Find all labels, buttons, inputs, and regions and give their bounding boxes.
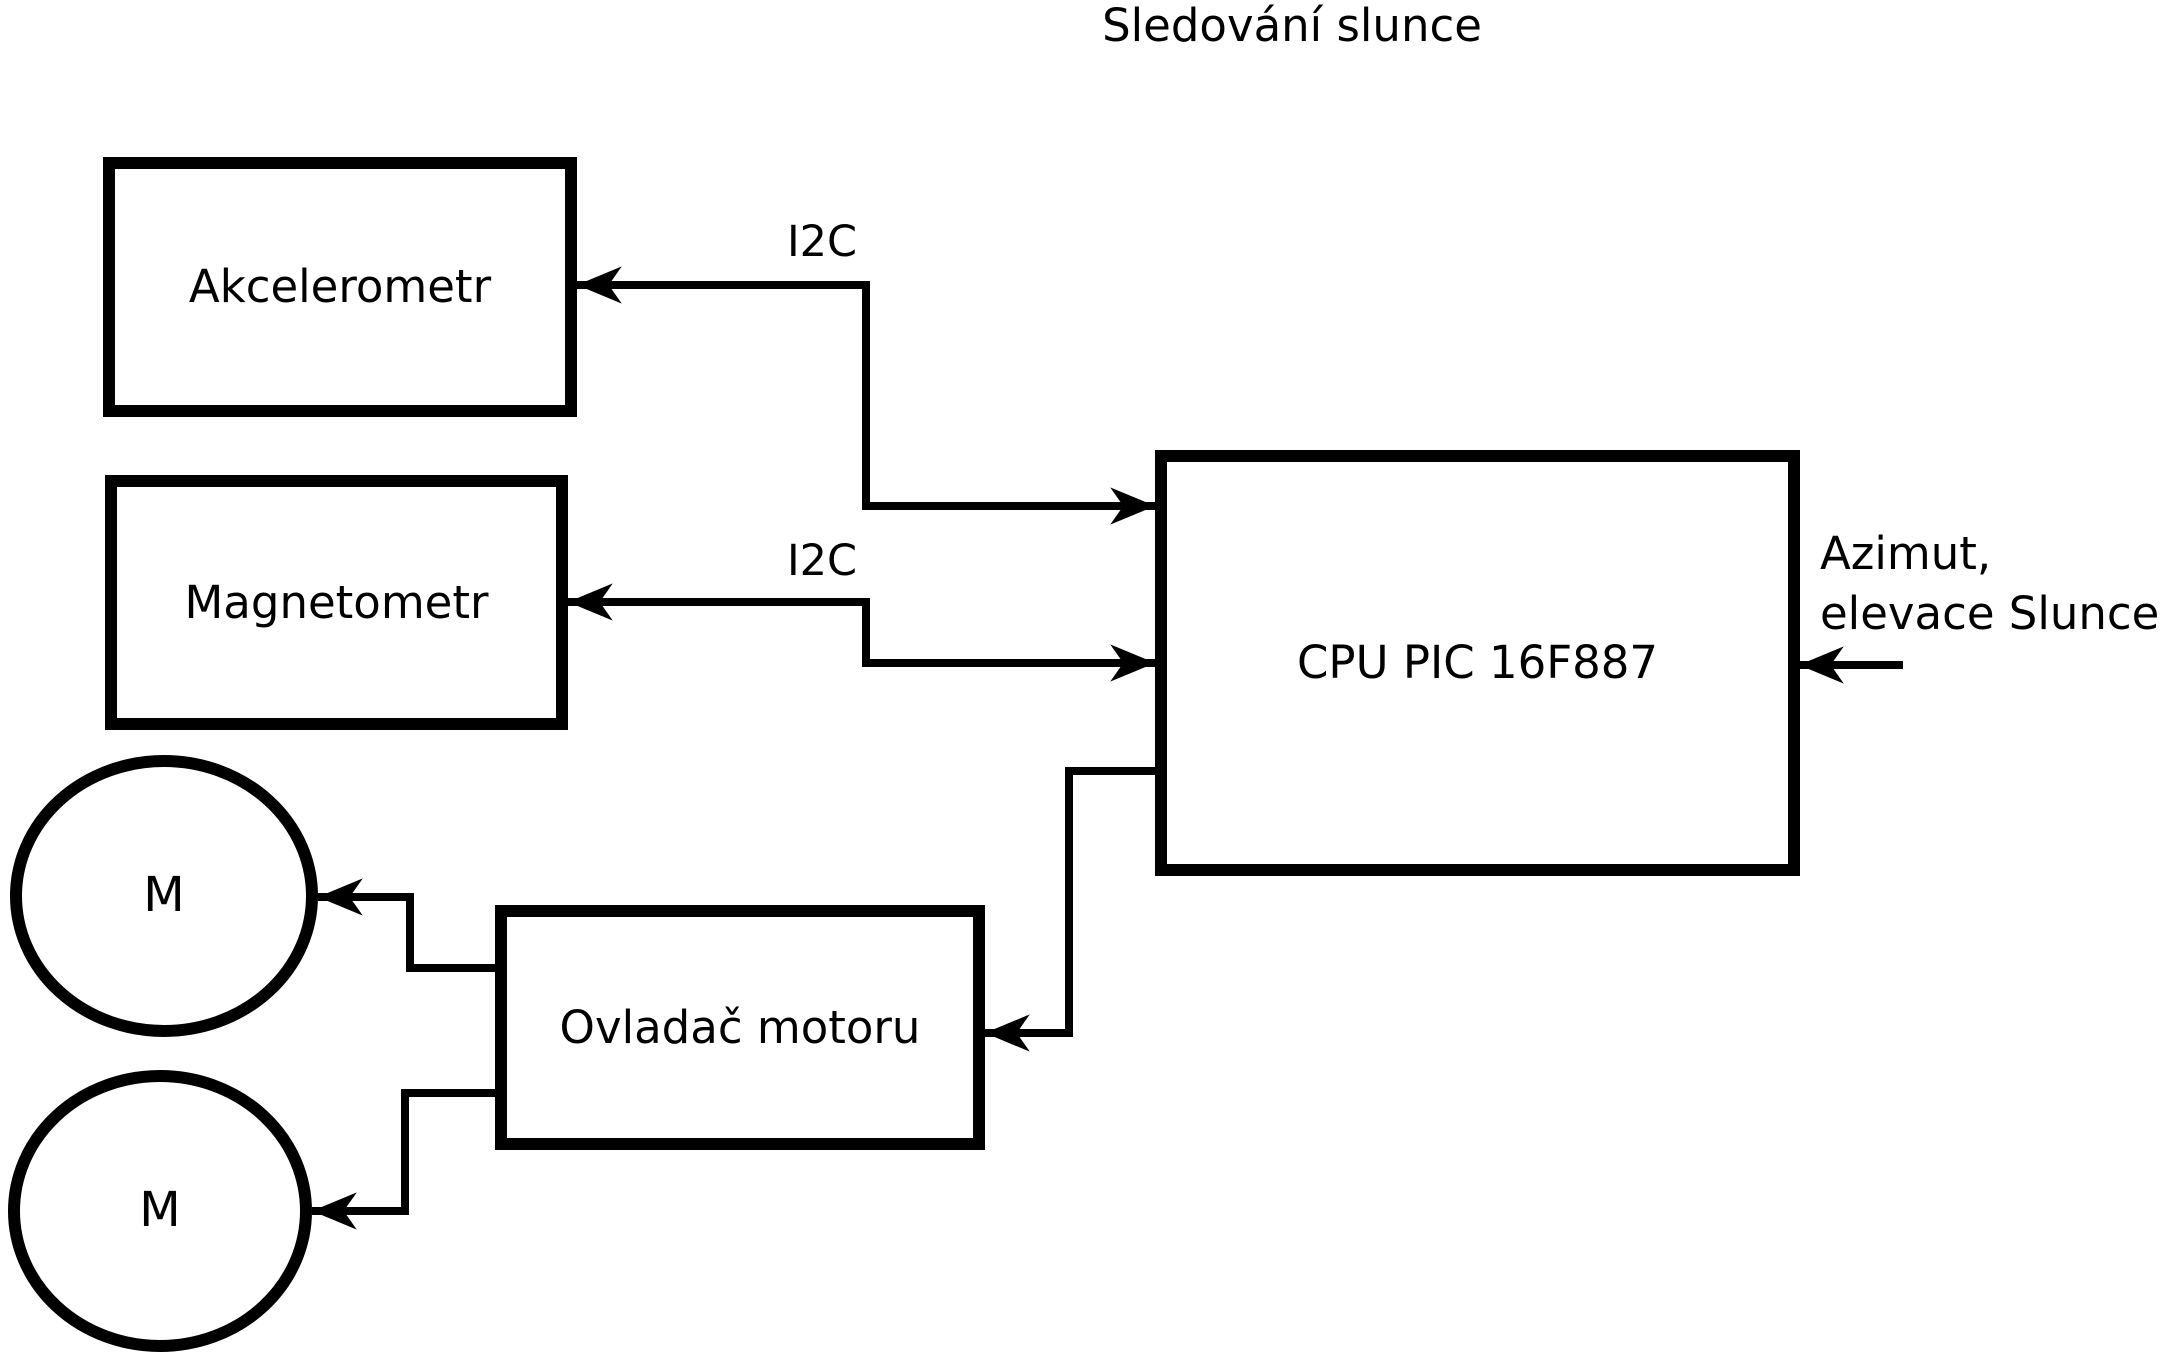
motor2-circle	[8, 1070, 312, 1352]
magnetometr-box	[105, 475, 568, 730]
cpu-box	[1155, 450, 1800, 876]
motor1-circle	[10, 755, 318, 1037]
azimut-elevace-label: Azimut, elevace Slunce	[1820, 524, 2164, 648]
motor2-label: M	[139, 1182, 181, 1239]
akcelerometr-label: Akcelerometr	[188, 260, 492, 314]
akcelerometr-box	[103, 157, 577, 417]
azimut-label-line1: Azimut,	[1820, 527, 1992, 580]
magnetometr-label: Magnetometr	[184, 575, 489, 629]
motor-controller-to-motor1-line	[318, 878, 495, 972]
motor-controller-to-motor2-line	[312, 1089, 495, 1230]
motor-controller-box	[495, 905, 985, 1150]
cpu-label: CPU PIC 16F887	[1297, 636, 1658, 690]
motor1-label: M	[143, 867, 185, 924]
i2c-label-akcelerometr: I2C	[786, 217, 858, 268]
motor-controller-label: Ovladač motoru	[559, 1000, 921, 1054]
diagram-title: Sledování slunce	[1102, 0, 1482, 53]
i2c-label-magnetometr: I2C	[786, 536, 858, 587]
i2c-line-akcelerometr-cpu	[577, 266, 1155, 525]
azimut-label-line2: elevace Slunce	[1820, 587, 2160, 640]
cpu-to-motor-controller-line	[985, 767, 1155, 1052]
i2c-line-magnetometr-cpu	[568, 583, 1155, 682]
